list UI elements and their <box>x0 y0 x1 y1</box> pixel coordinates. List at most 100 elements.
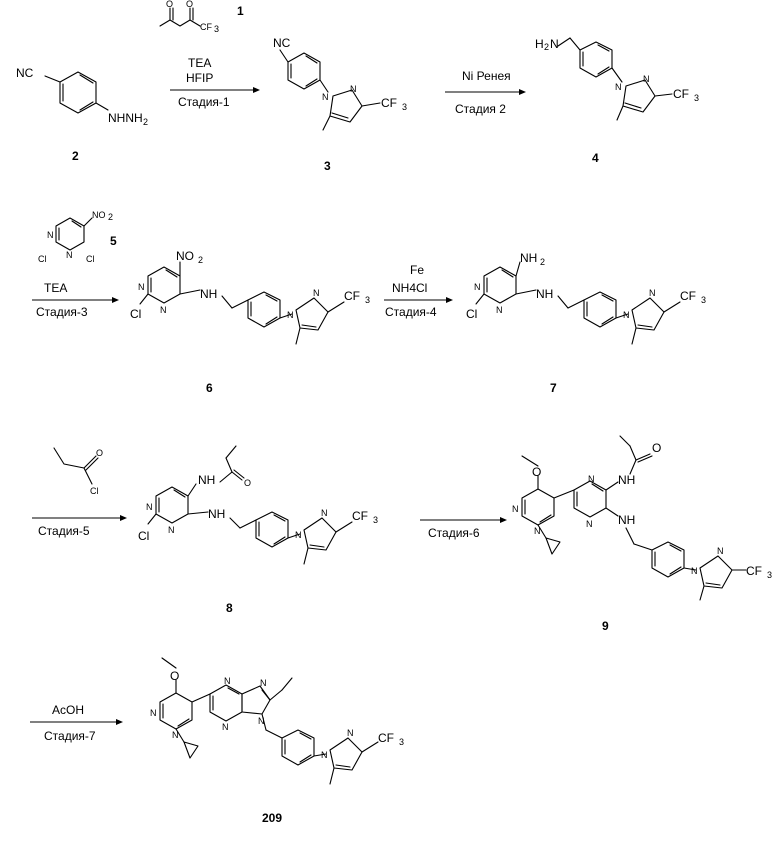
nitrogen-label: N <box>321 508 328 518</box>
stage-label-3: Стадия-3 <box>36 305 88 319</box>
nitro-label: NO <box>92 210 106 220</box>
nitrogen-label: N <box>643 74 650 84</box>
reagent-5-structure: NO 2 N N Cl Cl <box>38 210 113 264</box>
step-7-reagent-acoh: AcOH <box>52 703 84 717</box>
subscript: 3 <box>701 295 706 305</box>
compound-number-209: 209 <box>262 811 282 825</box>
nitrogen-label: N <box>224 676 231 686</box>
hydrazine-label: NHNH <box>108 111 143 125</box>
step-4-reagent-nh4cl: NH4Cl <box>392 281 427 295</box>
compound-number-1: 1 <box>237 4 244 18</box>
amine-nh-label: NH <box>618 513 635 527</box>
step-4-reagent-fe: Fe <box>410 263 424 277</box>
cf3-label: CF <box>680 289 696 303</box>
subscript: 3 <box>767 570 772 580</box>
stage-label-2: Стадия 2 <box>455 102 506 116</box>
cf3-label: CF <box>378 731 394 745</box>
nitrogen-label: N <box>474 282 481 292</box>
compound-6-structure: NO 2 N N Cl NH N N CF 3 <box>130 249 370 344</box>
subscript: 3 <box>402 102 407 112</box>
nitrogen-label: N <box>66 250 73 260</box>
oxygen-label: O <box>166 0 173 9</box>
nitrogen-label: N <box>287 310 294 320</box>
chlorine-label: Cl <box>138 529 149 543</box>
subscript: 3 <box>694 93 699 103</box>
subscript: 3 <box>373 515 378 525</box>
stage-label-5: Стадия-5 <box>38 524 90 538</box>
reagent-1-structure: O O CF 3 <box>160 0 219 34</box>
oxygen-label: O <box>532 465 541 479</box>
nitrogen-label: N <box>496 305 503 315</box>
oxygen-label: O <box>96 448 103 458</box>
subscript: 3 <box>365 295 370 305</box>
subscript: 2 <box>198 255 203 265</box>
nitrogen-label: N <box>623 310 630 320</box>
oxygen-label: O <box>170 669 179 683</box>
propionyl-chloride-structure: O Cl <box>54 448 103 496</box>
compound-number-4: 4 <box>592 151 599 165</box>
nitrogen-label: N <box>222 722 229 732</box>
nitrogen-label: N <box>258 716 265 726</box>
compound-number-2: 2 <box>72 149 79 163</box>
stage-label-7: Стадия-7 <box>44 729 96 743</box>
step-1-reagent-tea: TEA <box>188 56 211 70</box>
subscript: 2 <box>143 117 148 127</box>
nitrile-label: NC <box>273 36 291 50</box>
stage-label-6: Стадия-6 <box>428 526 480 540</box>
nitrogen-label: N <box>512 504 519 514</box>
nitrogen-label: N <box>322 92 329 102</box>
cf3-label: CF <box>200 22 212 32</box>
amine-nh-label: NH <box>208 507 225 521</box>
compound-number-7: 7 <box>550 381 557 395</box>
cf3-label: CF <box>673 87 689 101</box>
compound-7-structure: NH 2 N N Cl NH N N CF 3 <box>466 251 706 344</box>
nitrogen-label: N <box>717 546 724 556</box>
subscript: 3 <box>214 24 219 34</box>
compound-4-structure: H 2 N N N CF 3 <box>535 37 699 120</box>
nitrogen-label: N <box>146 502 153 512</box>
compound-9-structure: O N N N N NH O NH N N CF 3 <box>512 436 772 600</box>
nitrogen-label: N <box>313 288 320 298</box>
chlorine-label: Cl <box>466 307 477 321</box>
cf3-label: CF <box>381 96 397 110</box>
compound-number-5: 5 <box>110 234 117 248</box>
compound-3-structure: NC N N CF 3 <box>273 36 407 130</box>
compound-number-8: 8 <box>226 601 233 615</box>
nitrogen-label: N <box>534 526 541 536</box>
stage-label-1: Стадия-1 <box>178 95 230 109</box>
compound-number-6: 6 <box>206 381 213 395</box>
subscript: 2 <box>544 42 549 52</box>
nitrogen-label: N <box>550 37 559 51</box>
chlorine-label: Cl <box>130 307 141 321</box>
nitrogen-label: N <box>47 230 54 240</box>
compound-8-structure: NH O N N Cl NH N N CF 3 <box>138 446 378 564</box>
amine-label: H <box>535 37 544 51</box>
nitrogen-label: N <box>150 708 157 718</box>
amide-nh-label: NH <box>618 473 635 487</box>
nitrogen-label: N <box>615 82 622 92</box>
nitrogen-label: N <box>260 678 267 688</box>
step-2-reagent-ni: Ni Ренея <box>462 69 511 83</box>
nitrogen-label: N <box>649 288 656 298</box>
chlorine-label: Cl <box>90 486 99 496</box>
compound-number-9: 9 <box>602 619 609 633</box>
cf3-label: CF <box>746 564 762 578</box>
oxygen-label: O <box>244 478 251 488</box>
nitrogen-label: N <box>321 750 328 760</box>
nitrogen-label: N <box>347 728 354 738</box>
subscript: 2 <box>108 212 113 222</box>
amide-nh-label: NH <box>198 473 215 487</box>
compound-2-structure: NC NHNH 2 <box>16 66 148 127</box>
amine-nh-label: NH <box>536 287 553 301</box>
stage-label-4: Стадия-4 <box>385 305 437 319</box>
nitrogen-label: N <box>586 519 593 529</box>
chlorine-label: Cl <box>38 254 47 264</box>
nitrile-label: NC <box>16 66 34 80</box>
cf3-label: CF <box>344 289 360 303</box>
oxygen-label: O <box>652 441 661 455</box>
compound-209-structure: O N N N N N N N N CF 3 <box>150 658 404 784</box>
amine-nh-label: NH <box>200 287 217 301</box>
oxygen-label: O <box>186 0 193 9</box>
subscript: 3 <box>399 737 404 747</box>
